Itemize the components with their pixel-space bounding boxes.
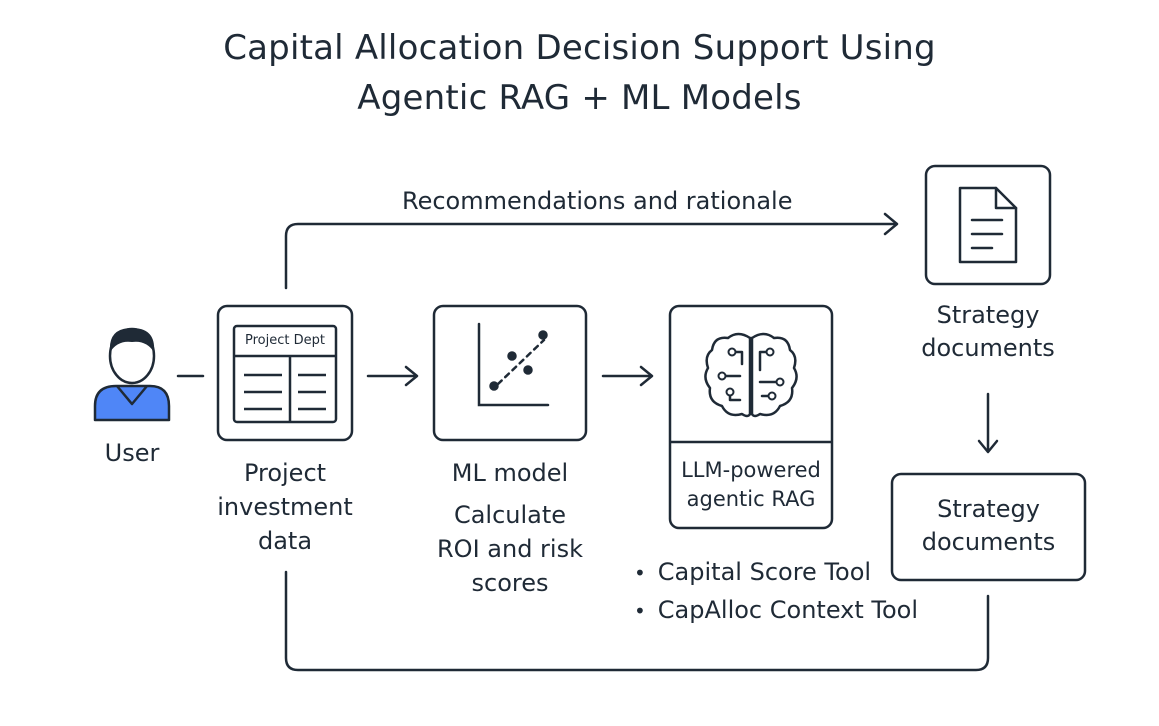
project-label-line-1: Project [243,459,327,487]
recommendations-label: Recommendations and rationale [402,187,793,215]
strategy-box-label-line-2: documents [921,528,1056,556]
strategy-icon-label-line-2: documents [921,334,1055,362]
person-icon [93,327,171,422]
project-label-line-2: investment [217,493,353,521]
ml-desc-line-3: scores [471,569,549,597]
project-data-box [216,304,354,442]
table-icon [232,324,338,424]
strategy-documents-box [890,472,1087,582]
ml-desc-line-1: Calculate [453,501,567,529]
strategy-box-label-line-1: Strategy [937,495,1040,523]
document-icon [958,186,1018,264]
rag-tool-item: Capital Score Tool [634,554,918,592]
scatter-plot-icon [477,322,550,407]
rag-tool-item: CapAlloc Context Tool [634,592,918,630]
ml-model-label: ML model [451,459,569,487]
strategy-down-arrowhead [977,439,999,454]
ml-model-box [432,304,588,442]
rag-label-line-1: LLM-powered [681,458,821,482]
user-label: User [104,439,160,467]
rag-box [668,304,834,530]
ml-desc-line-2: ROI and risk [437,535,583,563]
recommendations-arrow [284,222,897,290]
project-to-ml-arrowhead [404,365,419,387]
rag-label-line-2: agentic RAG [686,487,816,511]
rag-tools-list: Capital Score Tool CapAlloc Context Tool [634,554,918,630]
table-header-text: Project Dept [245,333,325,348]
recommendations-arrowhead [883,212,899,236]
bottom-return-line [284,570,990,672]
diagram-title-line-2: Agentic RAG + ML Models [357,78,802,118]
strategy-icon-label-line-1: Strategy [936,301,1040,329]
strategy-doc-icon-box [924,164,1052,286]
project-label-line-3: data [257,527,313,555]
diagram-title-line-1: Capital Allocation Decision Support Usin… [223,28,936,68]
ml-to-rag-arrowhead [639,365,654,387]
